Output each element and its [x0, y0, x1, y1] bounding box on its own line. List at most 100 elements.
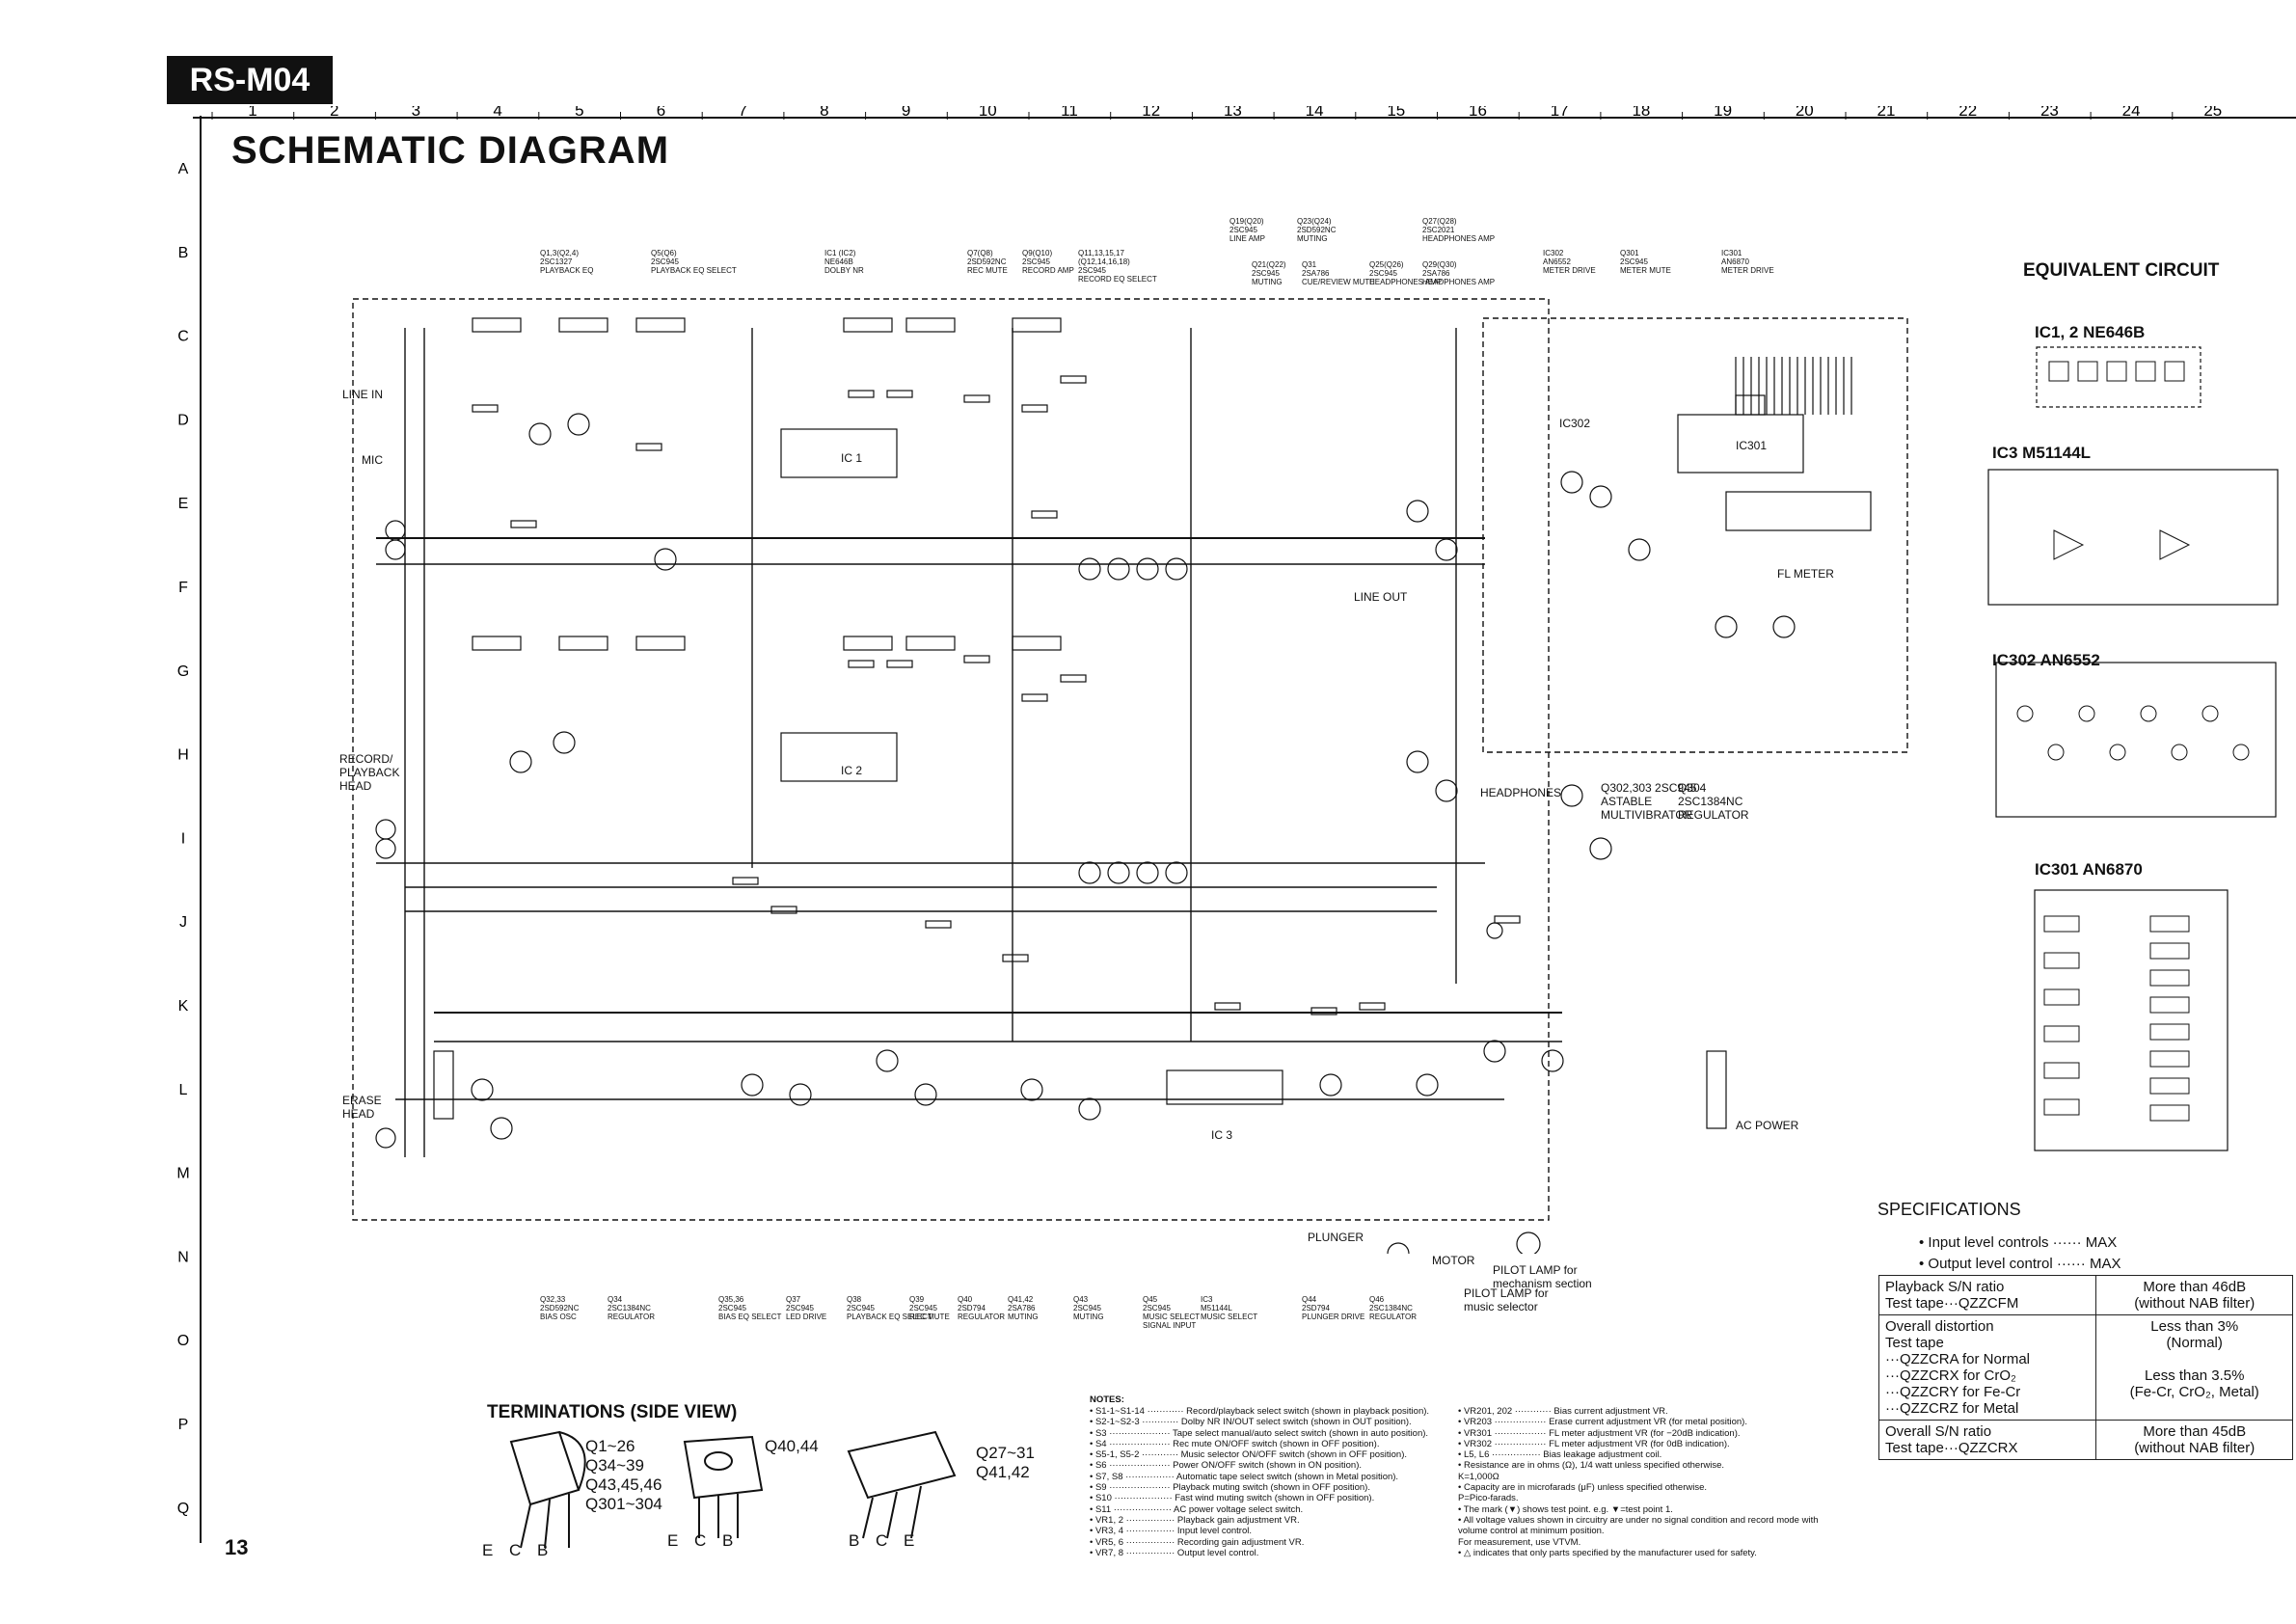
transistor-label-refs: Q9(Q10)	[1022, 249, 1053, 257]
spec-value-line: More than 45dB	[2143, 1423, 2247, 1440]
spec-item-line: Test tape	[1885, 1335, 1944, 1351]
transistor-label-func: MUTING	[1252, 278, 1283, 286]
transistor-label-func: PLAYBACK EQ SELECT	[847, 1313, 932, 1321]
transistor-label-refs: Q31	[1302, 260, 1317, 269]
notes-title: NOTES:	[1090, 1394, 1124, 1405]
transistor-label-refs: Q21(Q22)	[1252, 260, 1286, 269]
column-label: 19	[1714, 106, 1732, 120]
transistor-label-func: BIAS OSC	[540, 1313, 577, 1321]
note-line: • S10 ··················· Fast wind muti…	[1090, 1493, 1375, 1504]
transistor-label-type: 2SC2021	[1422, 226, 1455, 234]
note-line: K=1,000Ω	[1458, 1471, 1499, 1482]
note-line: • VR302 ················· FL meter adjus…	[1458, 1438, 1730, 1449]
spec-value-line: (without NAB filter)	[2134, 1440, 2255, 1456]
column-label: 10	[979, 106, 997, 120]
column-label: 17	[1551, 106, 1569, 120]
spec-value: More than 46dB(without NAB filter)	[2095, 1275, 2293, 1315]
transistor-label-type: 2SC1384NC	[608, 1304, 651, 1313]
headphones-label: HEADPHONES	[1480, 786, 1562, 799]
transistor-label-type: M51144L	[1201, 1304, 1232, 1313]
transistor-label-type: 2SD592NC	[967, 257, 1007, 266]
transistor-label-func: CUE/REVIEW MUTE	[1302, 278, 1375, 286]
transistor-label-refs: Q29(Q30)	[1422, 260, 1457, 269]
row-label: E	[178, 496, 189, 512]
transistor-label-type: 2SC945	[1252, 269, 1280, 278]
transistor-label-refs: Q19(Q20)	[1229, 217, 1264, 226]
spec-value: Less than 3%(Normal) Less than 3.5%(Fe-C…	[2095, 1314, 2293, 1421]
notes-right: • VR201, 202 ············ Bias current a…	[1458, 1406, 1839, 1558]
transistor-label-type: 2SA786	[1422, 269, 1450, 278]
specifications-title: SPECIFICATIONS	[1877, 1200, 2021, 1219]
column-label: 3	[412, 106, 420, 120]
row-label: J	[179, 914, 187, 931]
column-label: 8	[820, 106, 828, 120]
equivalent-block-title: IC301 AN6870	[2035, 860, 2143, 879]
column-label: 6	[657, 106, 665, 120]
transistor-label-func: MUTING	[1008, 1313, 1039, 1321]
note-line: • S9 ···················· Playback mutin…	[1090, 1482, 1370, 1494]
transistor-label-func: RECORD EQ SELECT	[1078, 275, 1157, 284]
record-playback-head-label: RECORD/ PLAYBACK HEAD	[339, 752, 400, 793]
column-label: 24	[2122, 106, 2141, 120]
transistor-label-type: 2SC945	[1143, 1304, 1171, 1313]
row-label: A	[178, 161, 189, 177]
note-line: P=Pico-farads.	[1458, 1493, 1519, 1504]
transistor-label-func: MUTING	[1073, 1313, 1104, 1321]
spec-item-line: ···QZZCRZ for Metal	[1885, 1400, 2019, 1417]
note-line: • S6 ···················· Power ON/OFF s…	[1090, 1460, 1362, 1472]
equivalent-block-title: IC3 M51144L	[1992, 444, 2092, 462]
spec-value-line: (Normal)	[2166, 1335, 2223, 1351]
column-label: 20	[1796, 106, 1814, 120]
spec-item-line: ···QZZCRA for Normal	[1885, 1351, 2030, 1367]
transistor-label-func: REGULATOR	[608, 1313, 656, 1321]
transistor-label-type: 2SC945	[909, 1304, 937, 1313]
note-line: • S4 ···················· Rec mute ON/OF…	[1090, 1438, 1380, 1449]
note-line: volume control at minimum position.	[1458, 1526, 1605, 1537]
transistor-label-type: 2SC945	[1369, 269, 1397, 278]
transistor-label-type: 2SC945	[651, 257, 679, 266]
transistor-label-func: HEADPHONES AMP	[1422, 234, 1496, 243]
transistor-label-type: AN6870	[1721, 257, 1749, 266]
transistor-label-func: LED DRIVE	[786, 1313, 827, 1321]
column-label: 15	[1387, 106, 1405, 120]
equivalent-block-title: IC1, 2 NE646B	[2035, 323, 2146, 341]
note-line: • VR5, 6 ················ Recording gain…	[1090, 1536, 1305, 1548]
transistor-label-func: REGULATOR	[1369, 1313, 1418, 1321]
ic302-label: IC302	[1559, 417, 1591, 430]
column-label: 7	[738, 106, 746, 120]
transistor-label-type: 2SC1384NC	[1369, 1304, 1413, 1313]
transistor-label-func: REC MUTE	[909, 1313, 950, 1321]
transistor-label-func: PLAYBACK EQ SELECT	[651, 266, 737, 275]
note-line: • S2-1~S2-3 ············ Dolby NR IN/OUT…	[1090, 1417, 1412, 1428]
note-line: • S11 ··················· AC power volta…	[1090, 1503, 1304, 1515]
termination-pins: E C B	[667, 1531, 740, 1550]
transistor-label-type: 2SC945	[1620, 257, 1648, 266]
spec-value-line: (without NAB filter)	[2134, 1295, 2255, 1312]
spec-item-line: Test tape···QZZCRX	[1885, 1440, 2018, 1456]
note-line: • L5, L6 ················ Bias leakage a…	[1458, 1449, 1662, 1461]
transistor-label-type: 2SD794	[958, 1304, 986, 1313]
spec-item-line: Overall S/N ratio	[1885, 1423, 1992, 1440]
row-label: H	[177, 747, 189, 764]
note-line: • VR1, 2 ················ Playback gain …	[1090, 1514, 1300, 1526]
transistor-label-refs: IC3	[1201, 1295, 1213, 1304]
